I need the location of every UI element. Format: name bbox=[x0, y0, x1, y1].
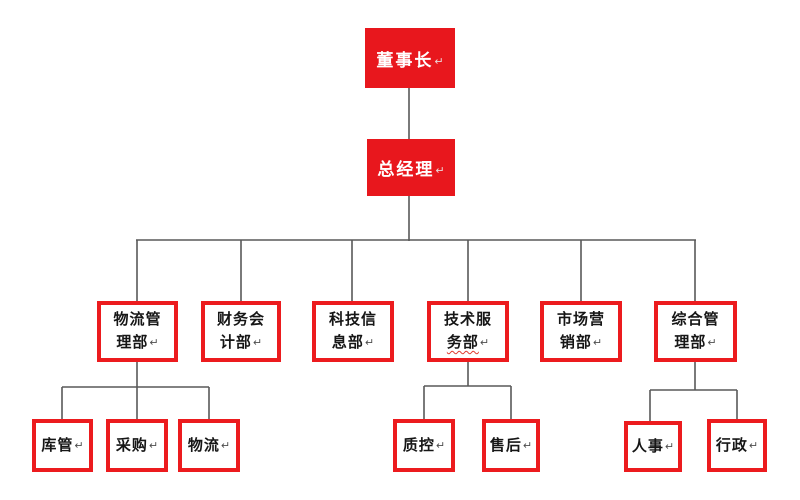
subunit-label: 质控 bbox=[402, 436, 435, 454]
paragraph-mark: ↵ bbox=[748, 439, 759, 452]
node-dept-logistics-management: 物流管 理部↵ bbox=[97, 301, 178, 362]
paragraph-mark: ↵ bbox=[479, 337, 490, 349]
dept-label-line1: 科技信 bbox=[328, 311, 377, 328]
node-subunit-hr: 人事↵ bbox=[624, 421, 682, 472]
paragraph-mark: ↵ bbox=[434, 55, 444, 68]
dept-label-line2: 计部 bbox=[219, 334, 252, 351]
paragraph-mark: ↵ bbox=[522, 439, 533, 452]
paragraph-mark: ↵ bbox=[707, 337, 717, 349]
node-general-manager-label: 总经理 bbox=[377, 160, 435, 179]
subunit-label: 售后 bbox=[489, 436, 522, 454]
paragraph-mark: ↵ bbox=[148, 439, 159, 452]
paragraph-mark: ↵ bbox=[592, 337, 603, 349]
subunit-label: 人事 bbox=[631, 437, 664, 455]
dept-label-line2: 息部 bbox=[331, 334, 364, 351]
node-dept-marketing: 市场营 销部↵ bbox=[540, 301, 622, 362]
paragraph-mark: ↵ bbox=[74, 439, 84, 452]
subunit-label: 采购 bbox=[115, 436, 148, 454]
subunit-label: 行政 bbox=[715, 436, 748, 454]
dept-label-line1: 技术服 bbox=[443, 311, 492, 328]
node-subunit-after-sales: 售后↵ bbox=[482, 419, 540, 472]
paragraph-mark: ↵ bbox=[364, 337, 375, 349]
node-dept-finance-accounting: 财务会 计部↵ bbox=[201, 301, 281, 362]
dept-label-line1: 物流管 bbox=[113, 311, 162, 328]
dept-label-line2: 销部 bbox=[559, 334, 592, 351]
dept-label-line2: 理部 bbox=[116, 334, 149, 351]
paragraph-mark: ↵ bbox=[252, 337, 263, 349]
dept-label-line2: 理部 bbox=[674, 334, 707, 351]
subunit-label: 物流 bbox=[187, 436, 220, 454]
dept-label-line1: 市场营 bbox=[556, 311, 605, 328]
node-dept-technical-service: 技术服 务部↵ bbox=[427, 301, 509, 362]
paragraph-mark: ↵ bbox=[435, 439, 446, 452]
node-subunit-logistics: 物流↵ bbox=[178, 419, 240, 472]
paragraph-mark: ↵ bbox=[149, 337, 159, 349]
dept-label-line1: 财务会 bbox=[216, 311, 265, 328]
paragraph-mark: ↵ bbox=[664, 440, 675, 453]
node-subunit-procurement: 采购↵ bbox=[106, 419, 168, 472]
node-subunit-quality-control: 质控↵ bbox=[393, 419, 455, 472]
node-subunit-administration: 行政↵ bbox=[707, 419, 767, 472]
node-subunit-warehouse: 库管↵ bbox=[32, 419, 93, 472]
node-general-manager: 总经理↵ bbox=[367, 139, 455, 196]
node-dept-tech-information: 科技信 息部↵ bbox=[312, 301, 394, 362]
node-chairman-label: 董事长 bbox=[376, 50, 434, 70]
dept-label-line2-spellcheck: 务部 bbox=[446, 334, 479, 351]
paragraph-mark: ↵ bbox=[220, 439, 231, 452]
node-chairman: 董事长↵ bbox=[365, 28, 455, 88]
paragraph-mark: ↵ bbox=[435, 165, 445, 177]
dept-label-line1: 综合管 bbox=[671, 311, 720, 328]
subunit-label: 库管 bbox=[41, 436, 74, 454]
node-dept-general-management: 综合管 理部↵ bbox=[654, 301, 737, 362]
